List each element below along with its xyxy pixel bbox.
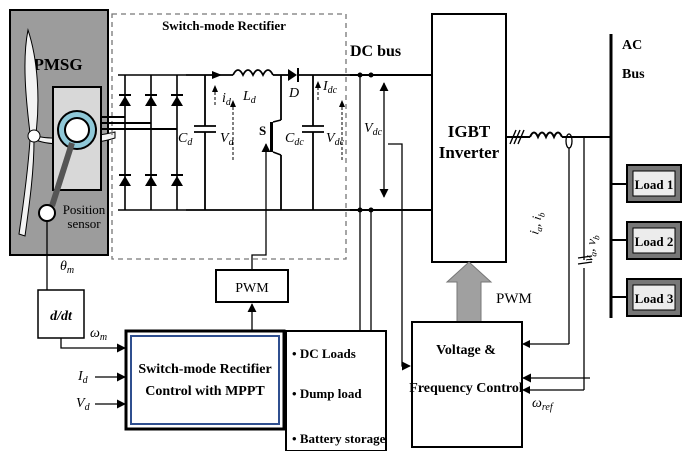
rectifier-labels: id Ld D Idc Cd Vd Cdc Vdc <box>178 79 345 148</box>
rectifier-control-block <box>124 329 286 431</box>
control-label-2: Control with MPPT <box>145 384 265 399</box>
turbine-blade <box>18 139 35 237</box>
dc-bus-lines <box>350 74 432 211</box>
label-cdc: Cdc <box>285 131 304 148</box>
inverter-label-1: IGBT <box>448 122 491 141</box>
sensor-label-1: Position <box>63 202 106 217</box>
generator-rotor <box>64 117 90 143</box>
theta-label: θm <box>60 259 74 276</box>
pwm-arrow-inverter <box>445 261 493 323</box>
label-id: id <box>222 91 232 108</box>
measurement-arrows <box>214 86 343 160</box>
dc-bus-label: DC bus <box>350 43 401 60</box>
label-ld: Ld <box>242 89 257 106</box>
omega-m-label: ωm <box>90 326 107 343</box>
control-label-1: Switch-mode Rectifier <box>138 362 271 377</box>
vf-label-1: Voltage & <box>436 343 496 358</box>
vdc-feedback-line <box>388 143 411 371</box>
label-switch: S <box>259 123 266 138</box>
derivative-block <box>37 289 85 339</box>
derivative-label: d/dt <box>50 309 73 324</box>
label-va-vb: va, vb <box>580 233 602 263</box>
sensor-shaft <box>49 142 75 207</box>
turbine-hub <box>27 129 41 143</box>
vf-label-2: Frequency Control <box>409 381 523 396</box>
sensor-label-2: sensor <box>67 216 101 231</box>
diode-d <box>288 69 297 81</box>
load-2-label: Load 2 <box>635 234 674 249</box>
load-3-label: Load 3 <box>635 291 674 306</box>
ac-feedback-lines <box>522 137 585 391</box>
pmsg-block: PMSG Position sensor <box>9 9 116 256</box>
switch-s <box>270 122 273 152</box>
pwm-label-left: PWM <box>235 281 269 296</box>
pwm-label-right: PWM <box>496 291 532 307</box>
label-cd: Cd <box>178 131 193 148</box>
label-vdc-rect: Vdc <box>326 131 345 148</box>
dc-load-item: • DC Loads <box>292 346 356 361</box>
rectifier-title: Switch-mode Rectifier <box>162 18 286 33</box>
label-vdc-bus: Vdc <box>364 121 383 138</box>
pmsg-label: PMSG <box>33 55 82 74</box>
pwm-to-switch-line <box>251 143 271 270</box>
bridge-diodes <box>119 94 183 186</box>
label-d: D <box>288 86 299 101</box>
generator-phase-lines <box>101 116 177 130</box>
vf-control-block <box>411 321 523 448</box>
three-phase-ticks <box>509 129 525 145</box>
load-1-label: Load 1 <box>635 177 674 192</box>
inverter-label-2: Inverter <box>439 143 500 162</box>
rectifier-boundary <box>111 13 347 260</box>
dc-load-item: • Battery storage <box>292 431 386 446</box>
label-ia-ib: ia, ib <box>526 210 547 236</box>
position-sensor <box>38 204 56 222</box>
dc-load-item: • Dump load <box>292 386 362 401</box>
vd-input-label: Vd <box>76 396 91 413</box>
ac-loads: Load 1 Load 2 Load 3 <box>611 164 682 317</box>
ac-bus-label-1: AC <box>622 38 642 53</box>
ac-bus-label-2: Bus <box>622 67 645 82</box>
dc-loads-block <box>285 330 387 451</box>
label-vd: Vd <box>220 131 235 148</box>
ac-output-line <box>506 131 611 140</box>
omega-ref-label: ωref <box>532 396 554 413</box>
current-arrow <box>212 71 222 79</box>
id-input-label: Id <box>77 369 89 386</box>
dc-loads-list: • DC Loads • Dump load • Battery storage <box>292 346 386 446</box>
rectifier-buses <box>186 69 350 211</box>
label-idc: Idc <box>322 79 338 96</box>
pwm-block-left <box>215 269 289 303</box>
